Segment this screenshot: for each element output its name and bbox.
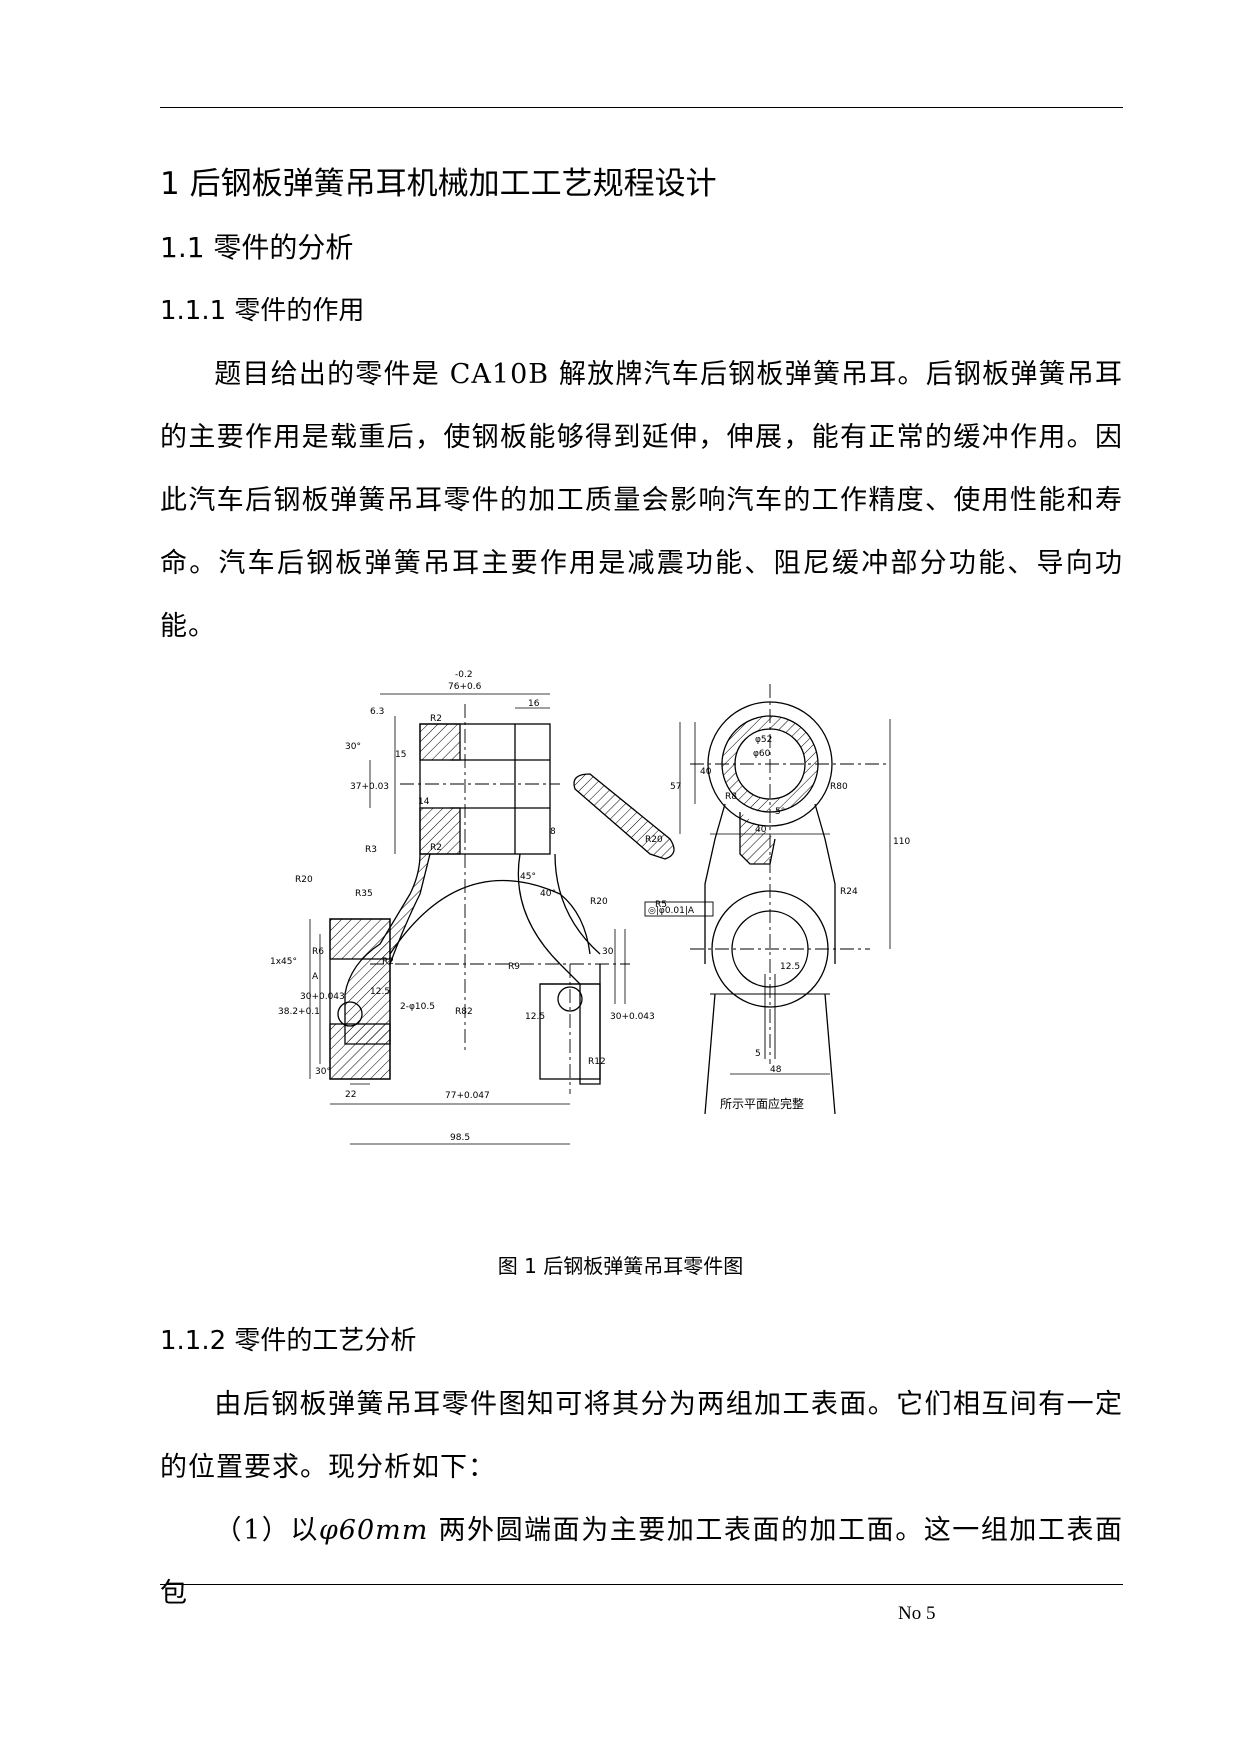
- paragraph-function-text: 题目给出的零件是 CA10B 解放牌汽车后钢板弹簧吊耳。后钢板弹簧吊耳的主要作用…: [160, 359, 1123, 642]
- label-r35: R35: [355, 889, 373, 899]
- label-r80: R80: [830, 782, 848, 792]
- label-datum-a: A: [312, 972, 319, 982]
- label-angle-30: 30°: [345, 742, 361, 752]
- figure-caption: 图 1 后钢板弹簧吊耳零件图: [497, 1254, 744, 1278]
- paragraph-function: 题目给出的零件是 CA10B 解放牌汽车后钢板弹簧吊耳。后钢板弹簧吊耳的主要作用…: [160, 343, 1123, 658]
- label-r9: R9: [508, 962, 520, 972]
- label-tol-top: -0.2: [455, 670, 473, 680]
- label-angle-5: 5°: [775, 807, 785, 817]
- label-chamfer: 1x45°: [270, 957, 297, 967]
- label-ra-c: 12.5: [780, 962, 800, 972]
- paragraph-item-1: （1）以φ60mm 两外圆端面为主要加工表面的加工面。这一组加工表面包: [160, 1499, 1123, 1625]
- label-dim-57: 57: [670, 782, 681, 792]
- label-r24: R24: [840, 887, 858, 897]
- label-dim-15: 15: [395, 750, 406, 760]
- label-ra-b: 12.5: [370, 987, 390, 997]
- label-note-plane: 所示平面应完整: [720, 1096, 804, 1111]
- label-r2-low: R2: [382, 957, 394, 967]
- label-dim-5: 5: [755, 1049, 761, 1059]
- hatch-mid-left: [419, 807, 461, 855]
- label-dim-48: 48: [770, 1065, 782, 1075]
- subsection-heading-1: 1.1.1 零件的作用: [160, 296, 365, 326]
- header-rule: [160, 107, 1123, 108]
- chapter-heading: 1 后钢板弹簧吊耳机械加工工艺规程设计: [160, 166, 717, 202]
- hole-left: [337, 1001, 363, 1027]
- label-dim-30-left: 30+0.043: [300, 992, 345, 1002]
- label-dim-37: 37+0.03: [350, 782, 389, 792]
- part-drawing: -0.2 76+0.6 16 R2 6.3 30° 15 37+0.03 14 …: [270, 670, 910, 1145]
- rib-section: [573, 773, 675, 860]
- label-dim-16: 16: [528, 699, 540, 709]
- label-r5: R5: [655, 900, 667, 910]
- label-r6: R6: [312, 947, 324, 957]
- label-dim-77: 77+0.047: [445, 1091, 490, 1101]
- label-angle-30b: 30°: [315, 1067, 331, 1077]
- label-dim-22: 22: [345, 1090, 356, 1100]
- hatch-top-left: [419, 723, 461, 761]
- label-r8: R8: [725, 792, 737, 802]
- label-dim-14: 14: [418, 797, 430, 807]
- label-ra-a: 6.3: [370, 707, 384, 717]
- arch-curve: [389, 880, 591, 955]
- item-1-rest: 两外圆端面为主要加工表面的加工面。这一组加工表面包: [160, 1515, 1123, 1609]
- label-ra-125: 12.5: [525, 1012, 545, 1022]
- item-1-prefix: （1）以: [214, 1515, 319, 1546]
- label-angle-45: 45°: [520, 872, 536, 882]
- label-r3: R3: [365, 845, 377, 855]
- label-dim-8: 8: [550, 827, 556, 837]
- label-r20-mid: R20: [590, 897, 608, 907]
- footer-rule: [160, 1584, 1123, 1585]
- label-r12: R12: [588, 1057, 606, 1067]
- top-boss-outline: [419, 723, 551, 855]
- label-dim-40-v: 40: [700, 767, 712, 777]
- subsection-heading-2: 1.1.2 零件的工艺分析: [160, 1326, 417, 1356]
- label-dim-76: 76+0.6: [448, 682, 482, 692]
- section-heading: 1.1 零件的分析: [160, 231, 354, 264]
- label-dia-52: φ52: [755, 735, 772, 745]
- label-r2-top: R2: [430, 714, 442, 724]
- label-dim-110: 110: [893, 837, 910, 847]
- label-angle-40: 40°: [540, 889, 556, 899]
- label-hole-note: 2-φ10.5: [400, 1002, 435, 1012]
- label-tolerance-frame: ◎|φ0.01|A: [648, 906, 695, 916]
- label-dim-985: 98.5: [450, 1133, 470, 1143]
- tolerance-frame: [644, 901, 714, 917]
- label-r20-left: R20: [295, 875, 313, 885]
- hole-right: [557, 986, 583, 1012]
- label-dia-60: φ60: [753, 749, 771, 759]
- label-dim-382: 38.2+0.1: [278, 1007, 320, 1017]
- label-r2-mid: R2: [430, 843, 442, 853]
- paragraph-analysis: 由后钢板弹簧吊耳零件图知可将其分为两组加工表面。它们相互间有一定的位置要求。现分…: [160, 1373, 1123, 1499]
- paragraph-analysis-text: 由后钢板弹簧吊耳零件图知可将其分为两组加工表面。它们相互间有一定的位置要求。现分…: [160, 1389, 1123, 1483]
- label-dim-30-right: 30+0.043: [610, 1012, 655, 1022]
- item-1-phi: φ60mm: [318, 1515, 429, 1546]
- label-r20-section: R20: [645, 835, 663, 845]
- label-r82: R82: [455, 1007, 473, 1017]
- label-dim-30-v: 30: [602, 947, 614, 957]
- label-dim-40-h: 40: [755, 825, 767, 835]
- page-number: No 5: [898, 1603, 936, 1624]
